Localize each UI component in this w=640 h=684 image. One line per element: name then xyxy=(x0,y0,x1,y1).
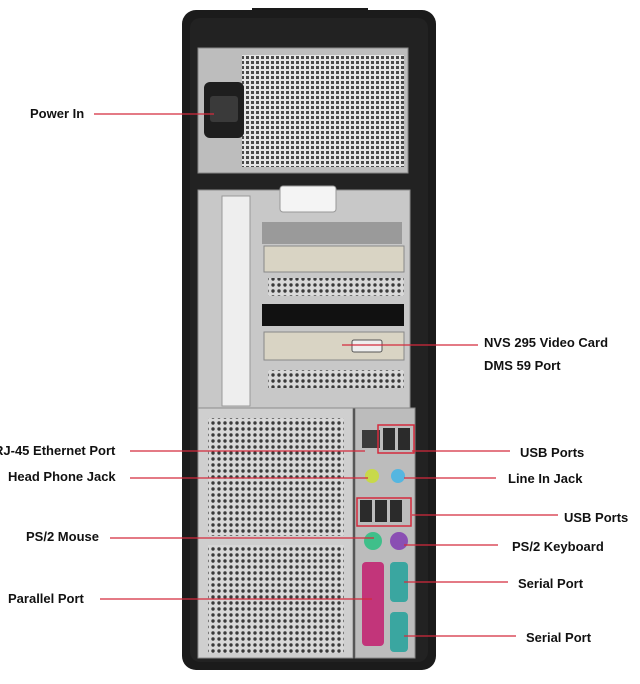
label-line-in-jack: Line In Jack xyxy=(508,471,583,486)
label-dms-59-port: DMS 59 Port xyxy=(484,358,561,373)
leader-lines xyxy=(94,113,558,637)
label-ps2-mouse: PS/2 Mouse xyxy=(26,529,99,544)
label-headphone-jack: Head Phone Jack xyxy=(8,469,116,484)
label-usb-ports-1: USB Ports xyxy=(520,445,585,460)
label-nvs-295-video-card: NVS 295 Video Card xyxy=(484,335,609,350)
psu-vent xyxy=(242,55,404,167)
parallel-port xyxy=(362,562,384,646)
video-card-bracket-2 xyxy=(263,331,405,361)
usb-highlight-1 xyxy=(377,424,415,454)
dms59-connector xyxy=(351,339,383,353)
pci-retainer xyxy=(221,195,251,407)
label-ps2-keyboard: PS/2 Keyboard xyxy=(512,539,604,554)
label-rj45-ethernet-port: RJ-45 Ethernet Port xyxy=(0,443,116,458)
label-serial-port-1: Serial Port xyxy=(518,576,584,591)
label-usb-ports-2: USB Ports xyxy=(564,510,629,525)
label-serial-port-2: Serial Port xyxy=(526,630,592,645)
serial-port-2 xyxy=(390,612,408,652)
label-power-in: Power In xyxy=(30,106,85,121)
usb-port-b xyxy=(398,428,410,450)
ps2-mouse-port xyxy=(364,532,382,550)
rj45-port xyxy=(362,430,380,448)
video-card-bracket-1 xyxy=(263,245,405,273)
label-parallel-port: Parallel Port xyxy=(8,591,84,606)
headphone-jack xyxy=(365,469,379,483)
serial-port-1 xyxy=(390,562,408,602)
usb-highlight-2 xyxy=(356,497,412,527)
line-in-jack xyxy=(391,469,405,483)
usb-port-a xyxy=(383,428,395,450)
fan-grille-1 xyxy=(208,418,344,536)
ps2-keyboard-port xyxy=(390,532,408,550)
